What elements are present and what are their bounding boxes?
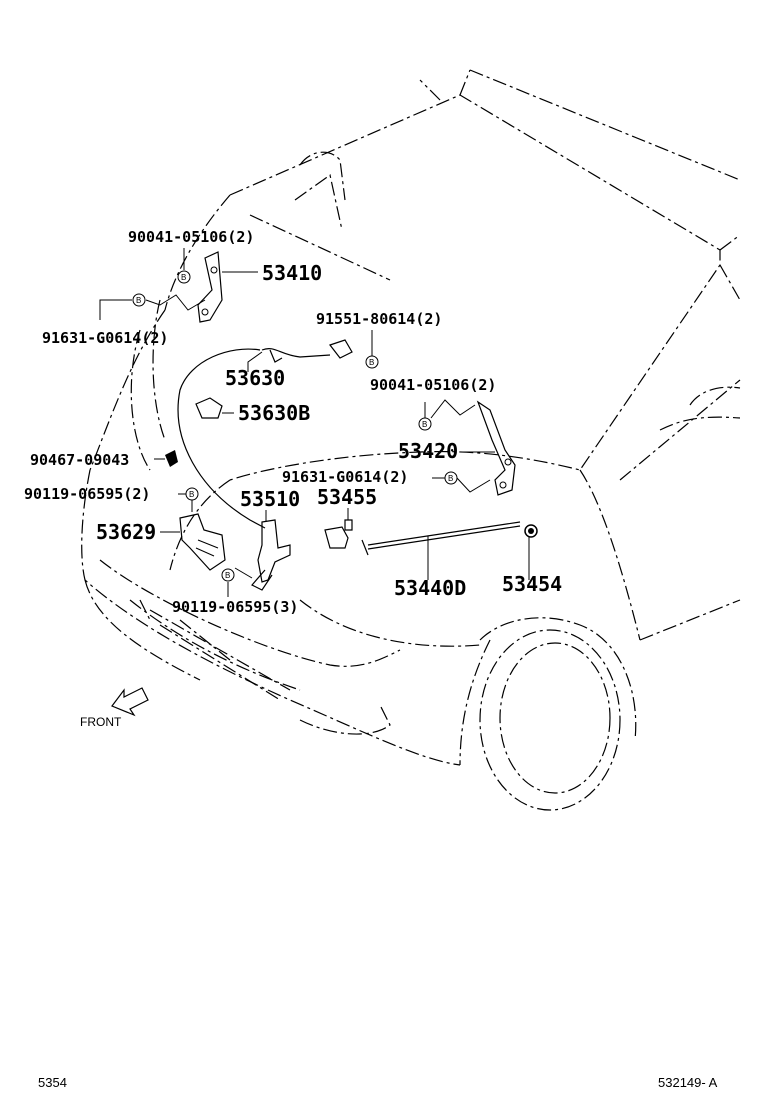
svg-text:B: B (136, 296, 141, 305)
label-53630b: 53630B (238, 401, 310, 425)
bolt-marker-3: B (365, 355, 379, 369)
bolt-marker-1: B (177, 270, 191, 284)
bolt-marker-5: B (444, 471, 458, 485)
label-90041-05106-top: 90041-05106(2) (128, 228, 254, 246)
hood-release-cable (177, 339, 353, 529)
retainer-clip (165, 450, 178, 467)
page-code: 5354 (38, 1075, 67, 1090)
release-handle (324, 519, 353, 549)
label-90041-05106-right: 90041-05106(2) (370, 376, 496, 394)
lock-bracket (179, 513, 226, 571)
label-53629: 53629 (96, 520, 156, 544)
hood-lock (251, 519, 291, 591)
illustration-code: 532149- A (658, 1075, 718, 1090)
bolt-marker-7: B (221, 568, 235, 582)
bolt-marker-4: B (418, 417, 432, 431)
hood-hinge-left (197, 251, 223, 323)
front-label: FRONT (80, 715, 122, 729)
label-90119-06595-b: 90119-06595(3) (172, 598, 298, 616)
front-arrow-icon (111, 687, 149, 717)
cable-clamp (195, 397, 223, 419)
label-90119-06595-a: 90119-06595(2) (24, 485, 150, 503)
label-91631-g0614-right: 91631-G0614(2) (282, 468, 408, 486)
svg-text:B: B (448, 474, 453, 483)
label-53630: 53630 (225, 366, 285, 390)
hood-support-rod (361, 521, 521, 556)
label-91631-g0614-left: 91631-G0614(2) (42, 329, 168, 347)
hood-hinge-right (476, 400, 516, 496)
label-53410: 53410 (262, 261, 322, 285)
svg-text:B: B (189, 490, 194, 499)
label-90467-09043: 90467-09043 (30, 451, 129, 469)
svg-text:B: B (181, 273, 186, 282)
label-53510: 53510 (240, 487, 300, 511)
label-91551-80614: 91551-80614(2) (316, 310, 442, 328)
svg-text:B: B (422, 420, 427, 429)
front-wheel (479, 617, 637, 811)
bolt-marker-6: B (185, 487, 199, 501)
label-53420: 53420 (398, 439, 458, 463)
bolt-marker-2: B (132, 293, 146, 307)
svg-text:B: B (369, 358, 374, 367)
car-body-outline (81, 69, 741, 766)
label-53454: 53454 (502, 572, 562, 596)
svg-text:B: B (225, 571, 230, 580)
leader-lines (99, 248, 530, 597)
hood-cushion (524, 524, 538, 538)
label-53440d: 53440D (394, 576, 466, 600)
label-53455: 53455 (317, 485, 377, 509)
